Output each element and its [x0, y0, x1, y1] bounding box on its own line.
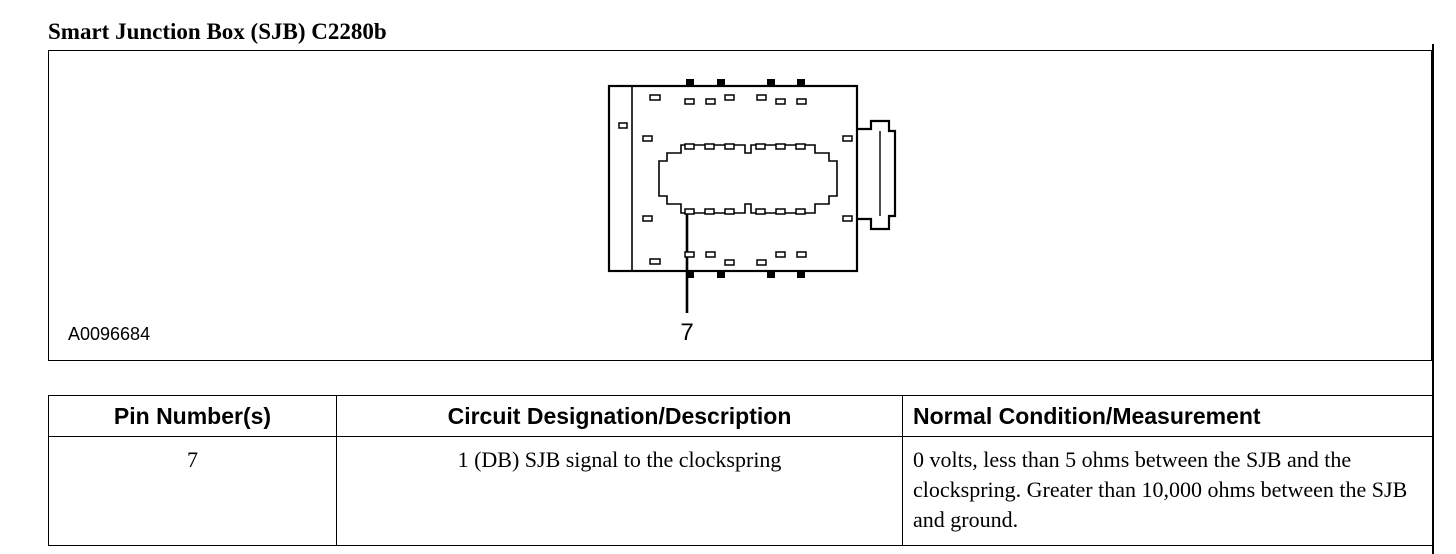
pin-callout-7: 7	[680, 319, 694, 346]
cell-pin: 7	[48, 436, 337, 546]
cell-circuit: 1 (DB) SJB signal to the clockspring	[336, 436, 903, 546]
keyway-cavity	[658, 144, 838, 214]
connector-latch	[857, 119, 897, 231]
table-row: 7 1 (DB) SJB signal to the clockspring 0…	[48, 436, 1433, 546]
cell-condition: 0 volts, less than 5 ohms between the SJ…	[902, 436, 1433, 546]
connector-figure: A0096684 7	[48, 50, 1432, 361]
connector-diagram	[607, 79, 897, 313]
header-pin-numbers: Pin Number(s)	[48, 395, 337, 437]
table-header-row: Pin Number(s) Circuit Designation/Descri…	[48, 395, 1433, 437]
page-title: Smart Junction Box (SJB) C2280b	[48, 19, 387, 44]
figure-id: A0096684	[68, 324, 151, 344]
pin-table: Pin Number(s) Circuit Designation/Descri…	[48, 395, 1433, 546]
header-normal-condition: Normal Condition/Measurement	[902, 395, 1433, 437]
housing-notches	[686, 79, 805, 278]
terminal-cavities	[618, 94, 853, 266]
page-right-rule	[1432, 44, 1434, 554]
connector-housing	[607, 84, 859, 273]
header-circuit-designation: Circuit Designation/Description	[336, 395, 903, 437]
